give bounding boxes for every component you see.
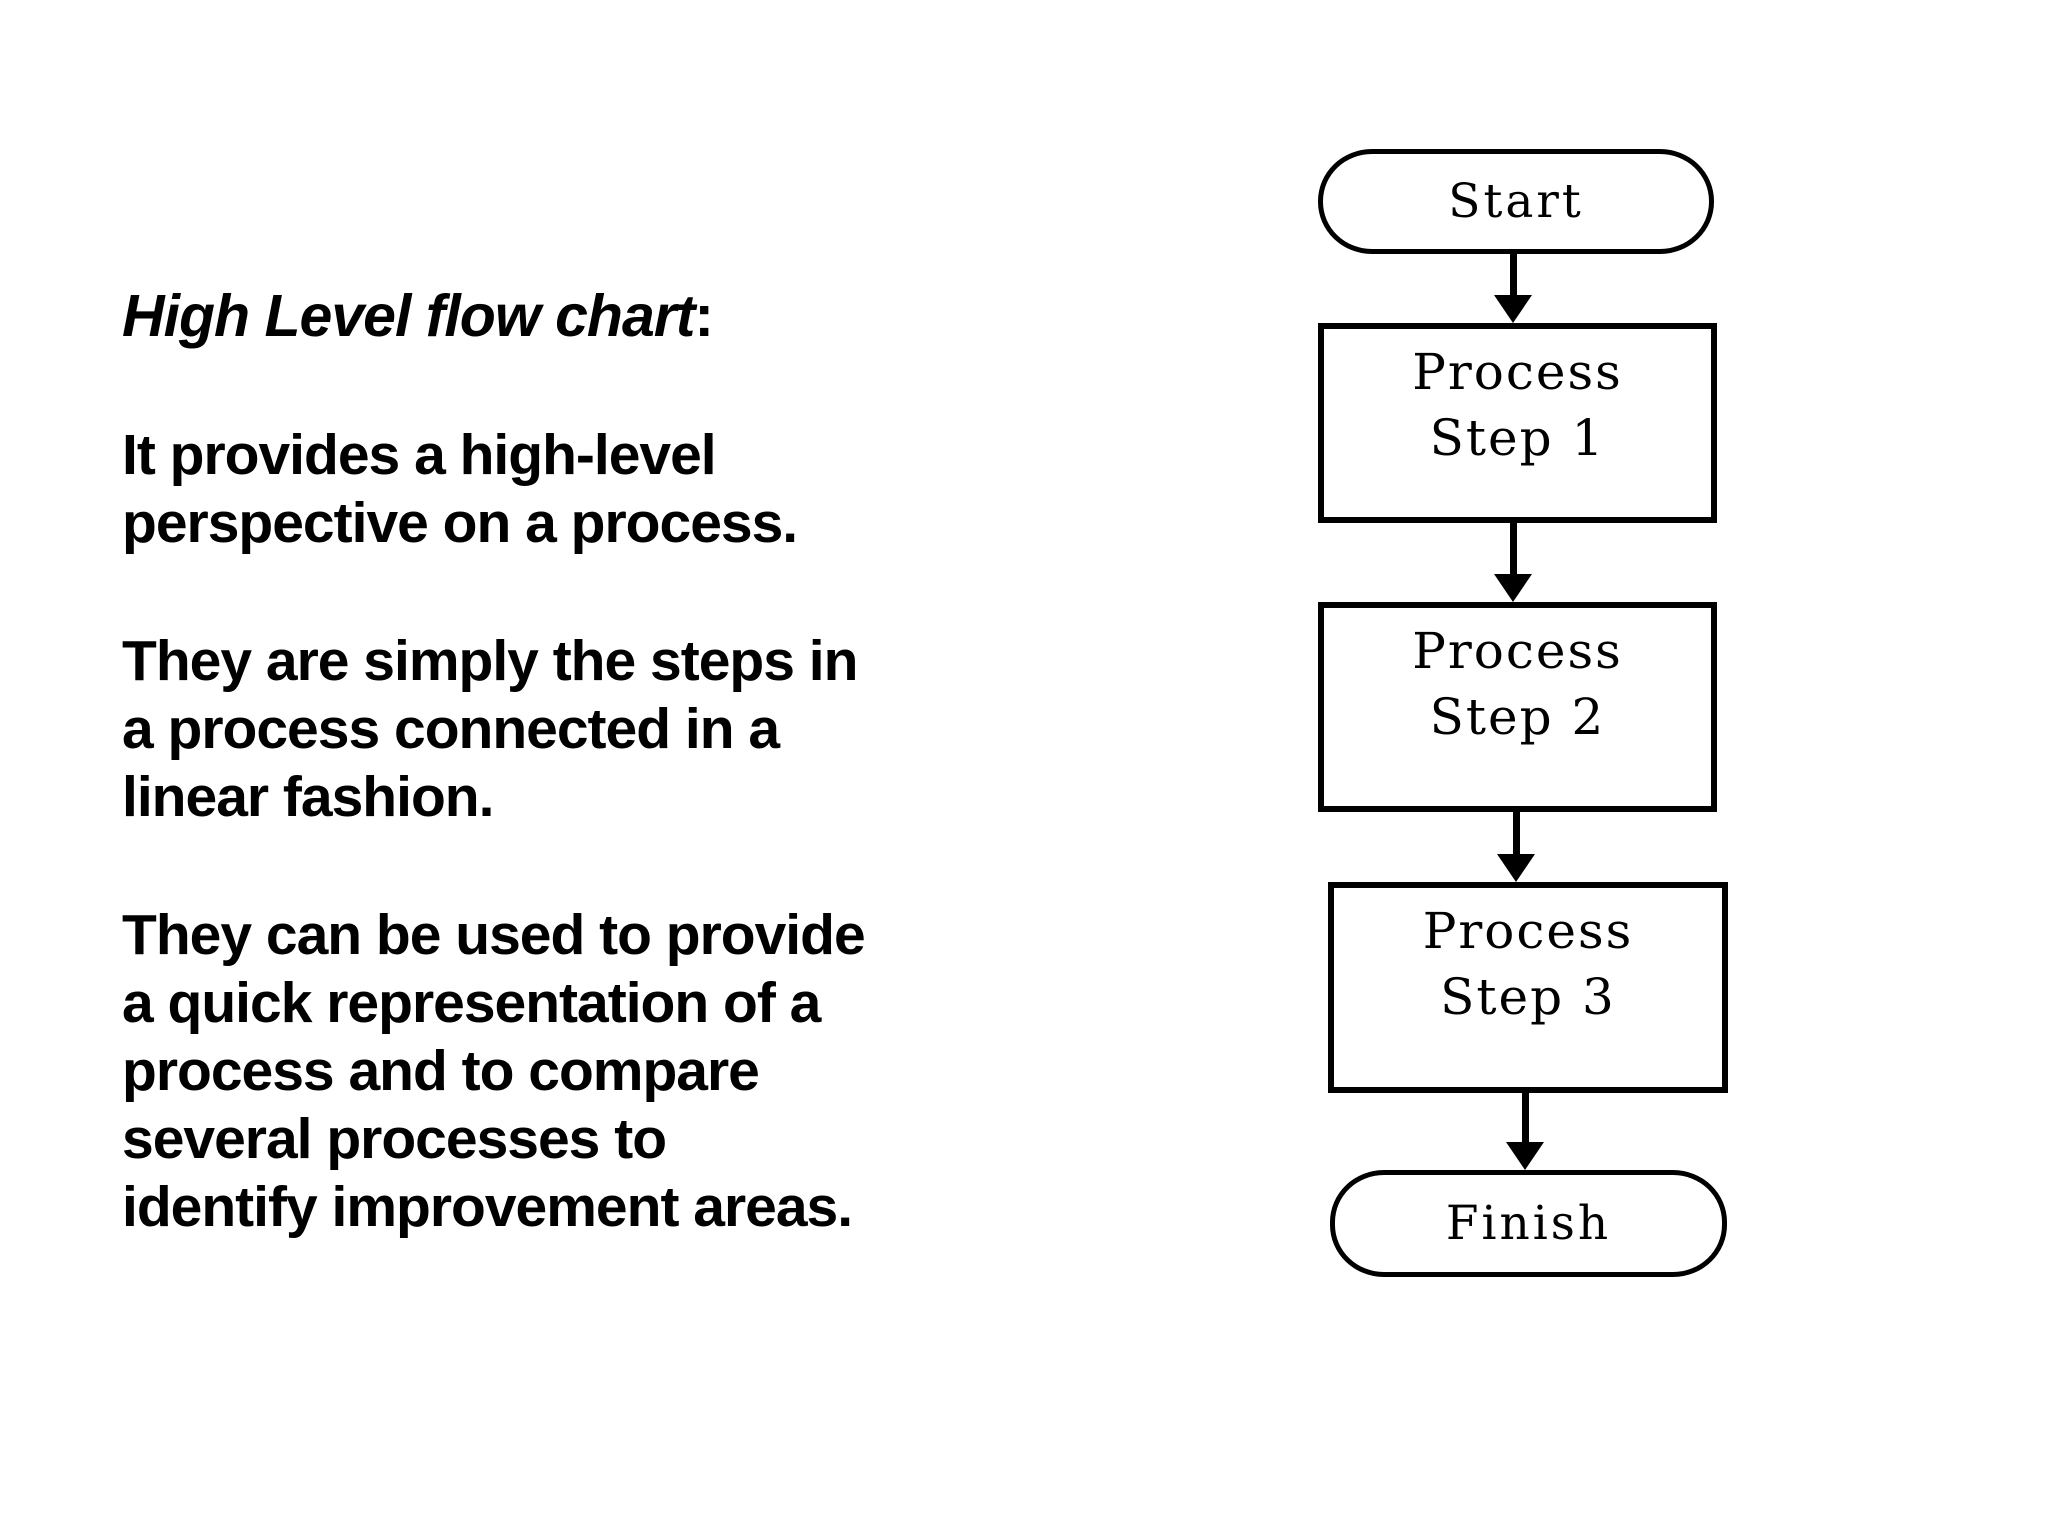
page-title: High Level flow chart: [122,281,1122,351]
paragraph-3-line-3: process and to compare [122,1039,760,1103]
flow-connector-3 [1494,812,1538,882]
flow-connector-1 [1491,254,1535,323]
flow-node-process-step-3: Process Step 3 [1328,882,1728,1093]
flow-node-step3-line-2: Step 3 [1440,968,1616,1026]
flow-node-finish-label: Finish [1445,1196,1612,1251]
flow-node-finish: Finish [1330,1170,1727,1277]
page-title-colon: : [694,283,714,349]
arrow-shaft [1509,523,1517,574]
paragraph-1-line-2: perspective on a process. [122,491,798,555]
flow-node-step2-line-1: Process [1412,622,1623,680]
paragraph-1-line-1: It provides a high-level [122,423,717,487]
flow-node-step1-line-1: Process [1412,343,1623,401]
flowchart: Start Process Step 1 Process Step 2 Proc… [1318,149,1730,1283]
flow-node-step3-line-1: Process [1422,902,1634,960]
description-panel: High Level flow chart: It provides a hig… [122,281,1122,1241]
down-arrowhead-icon [1506,1142,1544,1170]
arrow-shaft [1521,1093,1529,1142]
down-arrowhead-icon [1497,854,1535,882]
flow-connector-4 [1503,1093,1547,1170]
flow-node-process-step-2: Process Step 2 [1318,602,1717,812]
arrow-shaft [1509,254,1517,295]
paragraph-1: It provides a high-level perspective on … [122,421,1122,557]
arrow-shaft [1512,812,1520,854]
down-arrowhead-icon [1494,574,1532,602]
flow-node-step2-line-2: Step 2 [1429,688,1606,746]
paragraph-2: They are simply the steps in a process c… [122,627,1122,831]
paragraph-2-line-1: They are simply the steps in [122,629,858,693]
down-arrowhead-icon [1494,295,1532,323]
flow-node-step1-line-2: Step 1 [1429,409,1606,467]
paragraph-3-line-5: identify improvement areas. [122,1175,853,1239]
page-title-text: High Level flow chart [122,283,695,349]
paragraph-2-line-3: linear fashion. [122,765,494,829]
flow-node-process-step-1: Process Step 1 [1318,323,1717,523]
paragraph-3: They can be used to provide a quick repr… [122,901,1122,1241]
paragraph-2-line-2: a process connected in a [122,697,780,761]
flow-node-start-label: Start [1448,174,1584,229]
paragraph-3-line-4: several processes to [122,1107,667,1171]
paragraph-3-line-1: They can be used to provide [122,903,866,967]
paragraph-3-line-2: a quick representation of a [122,971,821,1035]
flow-node-start: Start [1318,149,1714,254]
flow-connector-2 [1491,523,1535,602]
